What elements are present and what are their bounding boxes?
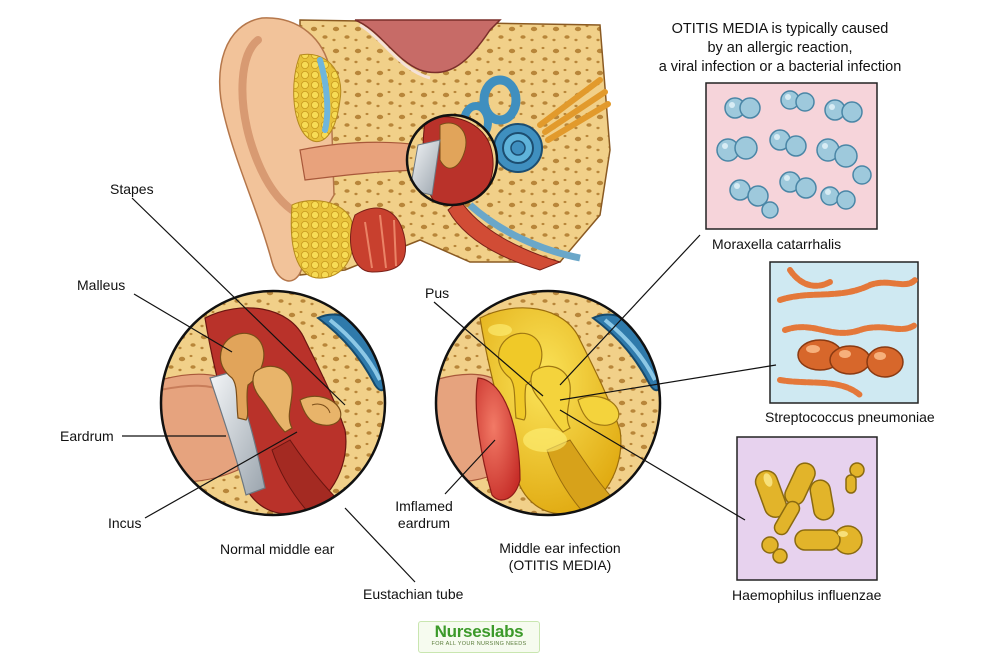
bacteria-box-haemophilus [736,436,878,581]
heading-line-1: OTITIS MEDIA is typically caused [671,21,889,37]
heading-line-2: by an allergic reaction, [707,40,853,56]
nurseslabs-logo: Nurseslabs FOR ALL YOUR NURSING NEEDS [418,621,540,653]
label-eardrum: Eardrum [60,428,114,444]
label-haemophilus-influenzae: Haemophilus influenzae [732,587,882,603]
infected-middle-ear-circle [434,289,662,517]
caption-middle-ear-infection: Middle ear infection (OTITIS MEDIA) [480,540,640,574]
logo-tagline: FOR ALL YOUR NURSING NEEDS [431,641,527,647]
caption-infection-line-1: Middle ear infection [499,540,621,556]
heading-line-3: a viral infection or a bacterial infecti… [658,59,902,75]
label-malleus: Malleus [77,277,126,293]
label-inflamed-line-2: eardrum [397,515,451,531]
label-incus: Incus [108,515,142,531]
label-inflamed-eardrum: Imflamed eardrum [388,498,460,532]
heading: OTITIS MEDIA is typically caused by an a… [610,20,950,77]
bacteria-box-streptococcus [769,261,919,404]
caption-normal-middle-ear: Normal middle ear [220,541,335,557]
ear-cross-section [218,17,611,282]
label-stapes: Stapes [110,181,154,197]
normal-middle-ear-circle [159,289,387,517]
label-streptococcus-pneumoniae: Streptococcus pneumoniae [765,409,935,425]
bacteria-box-moraxella [705,82,878,230]
label-moraxella-catarrhalis: Moraxella catarrhalis [712,236,842,252]
leader-lines [122,197,777,583]
caption-infection-line-2: (OTITIS MEDIA) [508,557,612,573]
logo-brand: Nurseslabs [434,622,524,641]
label-inflamed-line-1: Imflamed [395,498,453,514]
label-eustachian-tube: Eustachian tube [363,586,464,602]
label-pus: Pus [425,285,450,301]
